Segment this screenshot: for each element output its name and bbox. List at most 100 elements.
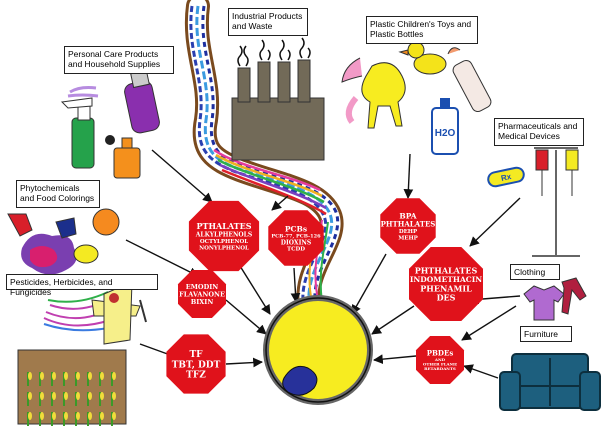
arrow-phyto: [125, 239, 199, 277]
label-furniture: Furniture: [520, 326, 572, 342]
stop-sign-text: BIXIN: [191, 298, 214, 306]
stop-sign-text: TBT, DDT: [172, 360, 221, 370]
crop-head: [40, 372, 44, 380]
crop-head: [100, 372, 104, 380]
stop-sign-text: DES: [437, 293, 456, 303]
crop-head: [64, 392, 68, 400]
crop-head: [100, 412, 104, 420]
cell-icon: [263, 295, 373, 405]
baby-bottle-icon: [447, 47, 492, 113]
arrow-pharma: [469, 197, 521, 247]
stop-sign-text: INDOMETHACIN: [410, 275, 482, 284]
stop-sign-octagon: [188, 200, 260, 272]
orange-icon: [92, 208, 120, 236]
stop-sign-octagon: [268, 210, 324, 266]
crop-duster-plane-icon: [43, 281, 147, 345]
arrow-personal-care: [151, 149, 213, 203]
arrow-pharma-cell: [371, 305, 415, 335]
arrows: [125, 149, 521, 379]
lemon-icon: [73, 244, 99, 264]
arrow-bpa-cell: [351, 253, 387, 315]
arrow-clothing-pbdes: [461, 305, 517, 341]
stop-sign-text: BPA: [399, 212, 416, 221]
iv-pole-icon: [532, 147, 580, 257]
stop-sign-text: MEHP: [398, 236, 418, 242]
crop-head: [28, 412, 32, 420]
stop-sign-text: NONYLPHENOL: [199, 245, 249, 251]
crop-head: [76, 412, 80, 420]
water-bottle-label: H2O: [435, 128, 456, 139]
stop-sign-text: DIOXINS: [281, 239, 311, 246]
crop-head: [76, 392, 80, 400]
crop-head: [52, 392, 56, 400]
stop-sign-text: TF: [189, 350, 203, 360]
crop-head: [52, 372, 56, 380]
stop-sign-octagon: [380, 198, 436, 254]
stop-sign-text: PBDEs: [427, 349, 454, 358]
stop-sign-text: AND: [434, 357, 446, 362]
crop-head: [64, 372, 68, 380]
arrow-tf-cell: [225, 357, 263, 368]
stop-sign-text: TCDD: [287, 247, 305, 253]
pill-label: Rx: [500, 172, 512, 183]
crop-head: [40, 392, 44, 400]
factory-icon: [231, 37, 325, 161]
food-coloring-icon: [7, 213, 77, 275]
stop-sign-text: PHENAMIL: [420, 283, 472, 293]
stop-sign-text: OCTYLPHENOL: [200, 239, 248, 245]
label-clothing: Clothing: [510, 264, 560, 280]
crop-field-icon: [17, 349, 127, 426]
stop-sign-text: OTHER FLAME: [423, 362, 457, 367]
crop-head: [112, 372, 116, 380]
label-pharma: Pharmaceuticals and Medical Devices: [494, 118, 584, 146]
stop-sign-text: DEHP: [399, 229, 417, 235]
crop-head: [88, 412, 92, 420]
stop-sign-octagon: [416, 336, 464, 384]
arrow-pbdes-cell: [373, 354, 417, 365]
arrow-phthalates-cell: [239, 265, 271, 315]
stop-sign-text: PCB-77, PCB-126: [271, 234, 321, 240]
perfume-bottle-icon: [105, 135, 141, 179]
pill-capsule-icon: Rx: [487, 166, 525, 188]
label-plastic: Plastic Children's Toys and Plastic Bott…: [366, 16, 478, 44]
pony-toy-icon: [341, 57, 406, 129]
arrow-pcbs-cell: [290, 267, 301, 303]
arrow-emodin-cell: [225, 299, 267, 335]
crop-head: [28, 392, 32, 400]
crop-head: [64, 412, 68, 420]
crop-head: [28, 372, 32, 380]
spray-bottle-icon: [60, 86, 99, 169]
crop-head: [88, 372, 92, 380]
rubber-duck-icon: [398, 41, 447, 75]
label-industrial: Industrial Products and Waste: [228, 8, 308, 36]
stop-sign-text: EMODIN: [186, 283, 218, 291]
water-bottle-icon: H2O: [431, 98, 459, 155]
arrow-furniture: [463, 364, 499, 379]
stop-sign-text: TFZ: [186, 371, 206, 381]
stop-sign-octagon: [178, 270, 226, 318]
stop-sign-text: FLAVANONE: [179, 290, 225, 298]
stop-sign-text: PCBs: [285, 224, 307, 233]
stop-sign-text: ALKYLPHENOLS: [195, 232, 252, 239]
clothing-icon: [523, 277, 587, 321]
label-phyto: Phytochemicals and Food Colorings: [16, 180, 100, 208]
stop-sign-octagon: [409, 247, 483, 321]
stop-sign-phthalates-alkyl: PTHALATESALKYLPHENOLSOCTYLPHENOLNONYLPHE…: [188, 200, 260, 272]
label-pesticides: Pesticides, Herbicides, and Fungicides: [6, 274, 158, 297]
arrow-industrial: [271, 195, 289, 211]
couch-icon: [499, 353, 601, 411]
stop-sign-text: RETARDANTS: [424, 366, 456, 371]
crop-head: [112, 392, 116, 400]
crop-head: [100, 392, 104, 400]
arrow-plastic: [403, 153, 414, 199]
crop-head: [76, 372, 80, 380]
crop-head: [88, 392, 92, 400]
stop-sign-text: PTHALATES: [197, 221, 252, 231]
crop-head: [52, 412, 56, 420]
